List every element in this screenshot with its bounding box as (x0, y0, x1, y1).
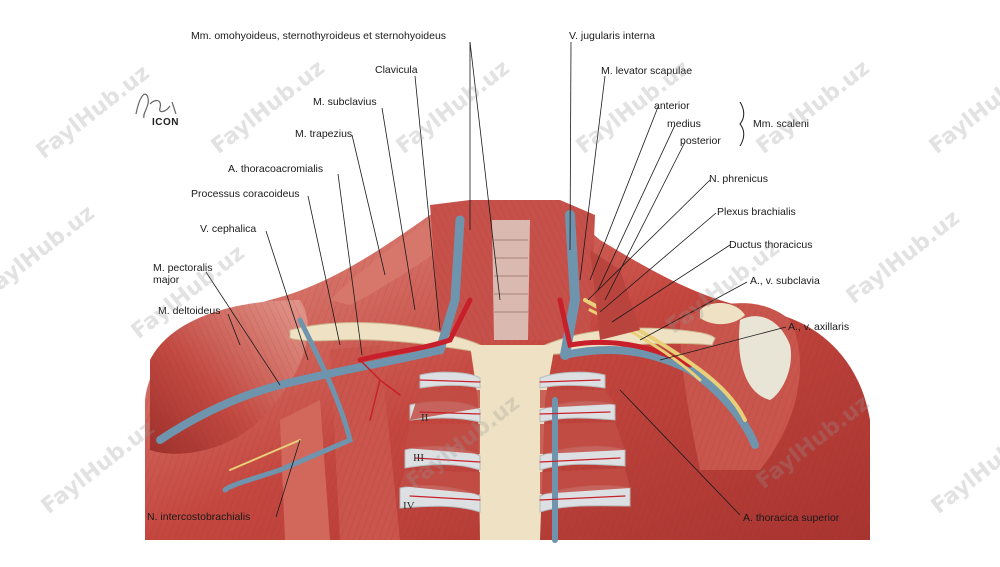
label-plexus: Plexus brachialis (717, 206, 796, 218)
sternum (470, 345, 555, 540)
leader-lines (205, 41, 787, 518)
label-coracoideus: Processus coracoideus (191, 188, 300, 200)
scaleni (590, 250, 640, 340)
trachea (492, 220, 530, 340)
label-pectoralis: M. pectoralis (153, 262, 213, 274)
label-cephalica: V. cephalica (200, 223, 257, 235)
label-trapezius: M. trapezius (295, 128, 353, 140)
label-ductus: Ductus thoracicus (729, 239, 813, 251)
label-thoracoacromialis: A. thoracoacromialis (228, 163, 324, 175)
label-anterior: anterior (654, 100, 690, 112)
label-axillaris: A., v. axillaris (788, 321, 850, 333)
rib-label-iii: III (413, 452, 424, 464)
label-medius: medius (667, 118, 701, 130)
label-levator: M. levator scapulae (601, 65, 693, 77)
label-subclavius: M. subclavius (313, 96, 377, 108)
publisher-logo: ICON (152, 117, 179, 128)
label-clavicula: Clavicula (375, 64, 418, 76)
label-posterior: posterior (680, 135, 721, 147)
label-phrenicus: N. phrenicus (709, 173, 768, 185)
label-pectoralis-major: major (153, 274, 180, 286)
label-subclavia: A., v. subclavia (750, 275, 820, 287)
rib-label-iv: IV (403, 500, 415, 512)
trapezius-left (330, 220, 440, 305)
label-omohyoideus: Mm. omohyoideus, sternothyroideus et ste… (191, 30, 447, 42)
humerus-right (739, 316, 791, 400)
label-thoracica: A. thoracica superior (743, 512, 840, 524)
artist-signature-icon (135, 93, 177, 119)
label-intercostobrachialis: N. intercostobrachialis (147, 511, 251, 523)
rib-label-ii: II (421, 412, 429, 424)
label-scaleni: Mm. scaleni (753, 118, 810, 130)
label-jugularis: V. jugularis interna (569, 30, 655, 42)
label-deltoideus: M. deltoideus (158, 305, 221, 317)
acromion-right (700, 303, 745, 325)
